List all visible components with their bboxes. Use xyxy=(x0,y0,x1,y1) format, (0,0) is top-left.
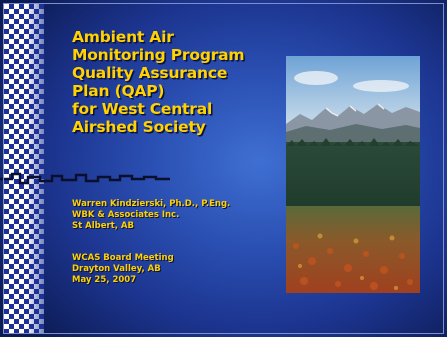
meeting-date: May 25, 2007 xyxy=(72,275,137,285)
meeting-info: WCAS Board Meeting Drayton Valley, AB Ma… xyxy=(72,253,174,286)
title-line-6: Airshed Society xyxy=(72,118,206,136)
checkered-border-fade xyxy=(4,4,44,333)
title-line-2: Monitoring Program xyxy=(72,46,245,64)
presenter-name: Warren Kindzierski, Ph.D., P.Eng. xyxy=(72,199,231,209)
title-line-5: for West Central xyxy=(72,100,213,118)
presenter-info: Warren Kindzierski, Ph.D., P.Eng. WBK & … xyxy=(72,199,230,232)
landscape-photo xyxy=(286,56,420,293)
slide-title: Ambient Air Monitoring Program Quality A… xyxy=(72,28,245,136)
presenter-location: St Albert, AB xyxy=(72,221,134,231)
title-line-1: Ambient Air xyxy=(72,28,174,46)
wave-line-decoration xyxy=(0,172,170,185)
title-line-3: Quality Assurance xyxy=(72,64,228,82)
title-line-4: Plan (QAP) xyxy=(72,82,165,100)
meeting-location: Drayton Valley, AB xyxy=(72,264,161,274)
meeting-name: WCAS Board Meeting xyxy=(72,253,174,263)
presenter-company: WBK & Associates Inc. xyxy=(72,210,180,220)
landscape-photo-drawing xyxy=(286,56,420,293)
